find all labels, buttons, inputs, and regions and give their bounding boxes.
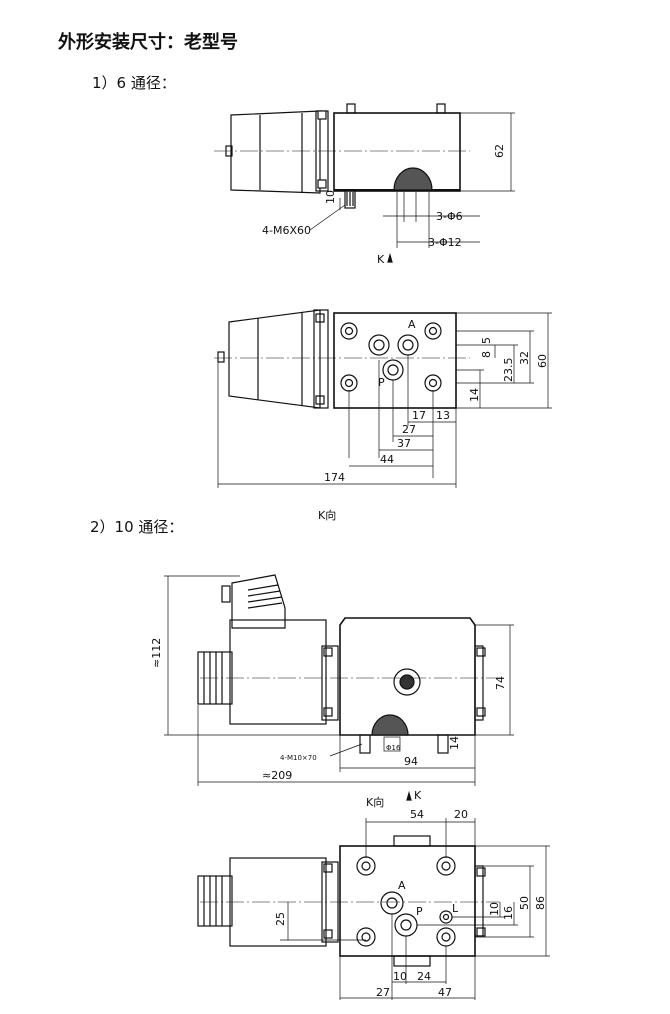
d10-dim-50: 50 xyxy=(518,896,531,910)
d10-dim-74: 74 xyxy=(494,676,507,690)
d10-oring-label: Φ16 xyxy=(386,744,401,752)
d6-port-a: A xyxy=(408,318,416,331)
d6-dim-44: 44 xyxy=(380,453,394,466)
d6-k-label: K xyxy=(377,253,385,266)
d10-coil xyxy=(229,619,327,725)
d10-top-view xyxy=(197,818,550,1000)
d10-k-view-label: K向 xyxy=(366,795,384,809)
d6-k-view-label: K向 xyxy=(318,508,336,522)
d10-port-section xyxy=(371,714,409,736)
section-heading-10: 2）10 通径： xyxy=(90,518,184,536)
d10-side-view xyxy=(164,574,514,801)
d10-dim-27: 27 xyxy=(376,986,390,999)
d10-dim-10: 10 xyxy=(488,902,501,916)
d10-port-p: P xyxy=(416,905,423,918)
d6-dim-62: 62 xyxy=(493,144,506,158)
d6-hole-small: 3-Φ6 xyxy=(436,210,463,223)
d6-hole-large: 3-Φ12 xyxy=(428,236,462,249)
d6-top-view xyxy=(214,309,552,488)
section-heading-6: 1）6 通径： xyxy=(92,74,176,92)
d6-solenoid xyxy=(230,110,321,194)
d6-dim-37: 37 xyxy=(397,437,411,450)
d6-top-solenoid xyxy=(228,309,321,409)
d10-dim-14: 14 xyxy=(448,736,461,750)
d6-k-arrow-icon xyxy=(387,252,393,263)
d10-dim-20: 20 xyxy=(454,808,468,821)
d6-dim-13: 13 xyxy=(436,409,450,422)
d6-dim-5: 5 xyxy=(480,337,493,344)
d10-k-label: K xyxy=(414,789,422,802)
d6-dim-8: 8 xyxy=(480,351,493,358)
d10-port-a: A xyxy=(398,879,406,892)
d10-bolt-label: 4-M10×70 xyxy=(280,754,317,762)
d6-bolt xyxy=(344,189,356,209)
d6-dim-23-5: 23.5 xyxy=(502,358,515,383)
d6-side-view xyxy=(214,103,515,263)
d6-dim-27: 27 xyxy=(402,423,416,436)
d6-port-p: P xyxy=(378,376,385,389)
d10-dim-54: 54 xyxy=(410,808,424,821)
d6-dim-17: 17 xyxy=(412,409,426,422)
d10-dim-112: ≈112 xyxy=(150,638,163,668)
d6-top-body xyxy=(333,312,457,409)
d6-dim-14: 14 xyxy=(468,388,481,402)
d6-bolt-label: 4-M6X60 xyxy=(262,224,311,237)
d10-dim-94: 94 xyxy=(404,755,418,768)
d10-port-l: L xyxy=(452,902,459,915)
d10-dim-86: 86 xyxy=(534,896,547,910)
d10-k-arrow-icon xyxy=(406,790,412,801)
d10-dim-47: 47 xyxy=(438,986,452,999)
d10-dim-24: 24 xyxy=(417,970,431,983)
d10-dim-10-bottom: 10 xyxy=(393,970,407,983)
d6-dim-10: 10 xyxy=(324,190,337,204)
d10-dim-209: ≈209 xyxy=(262,769,292,782)
d10-dim-25: 25 xyxy=(274,912,287,926)
d6-dim-174: 174 xyxy=(324,471,345,484)
d6-dim-60: 60 xyxy=(536,354,549,368)
page-title: 外形安装尺寸：老型号 xyxy=(58,32,238,53)
d6-port-section xyxy=(393,167,433,191)
d10-dim-16: 16 xyxy=(502,906,515,920)
d6-dim-32: 32 xyxy=(518,351,531,365)
